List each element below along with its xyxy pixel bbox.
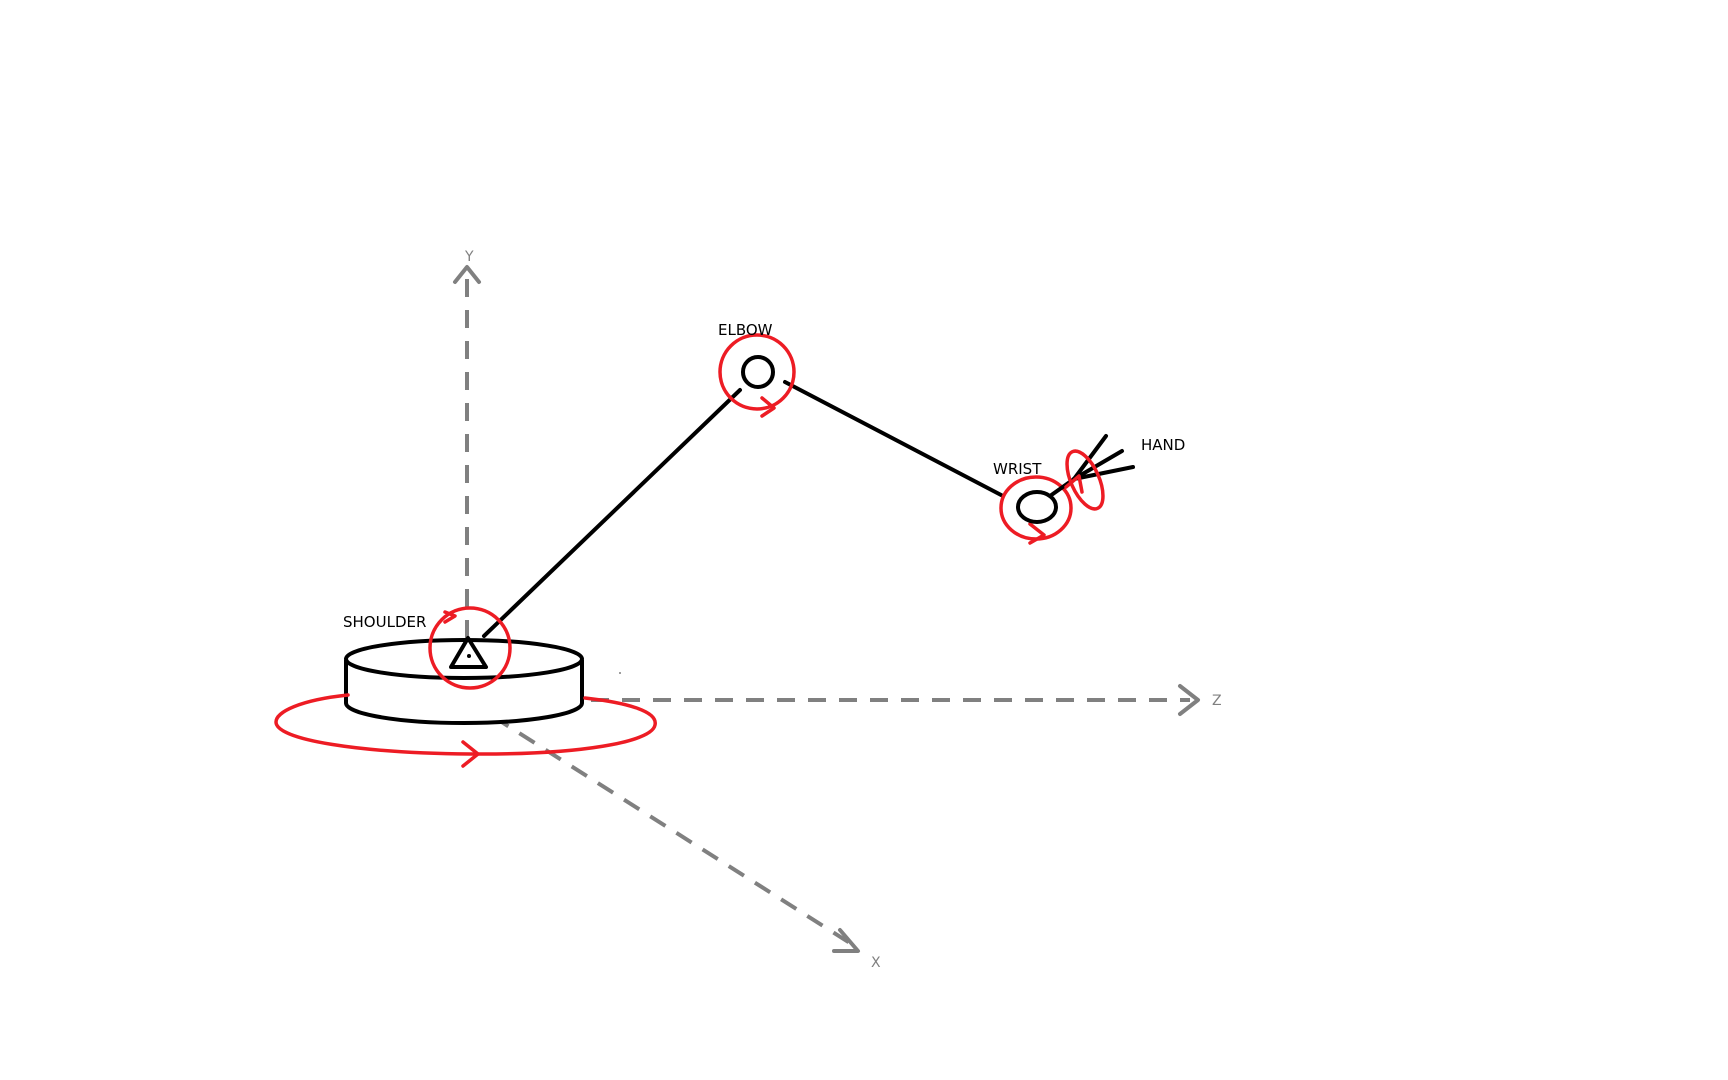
shoulder-label: SHOULDER <box>343 613 426 631</box>
y-axis-label: Y <box>464 249 474 265</box>
shoulder-joint <box>428 606 512 690</box>
shoulder-pivot-triangle <box>449 636 488 669</box>
z-axis-label: Z <box>1212 693 1222 709</box>
elbow-pivot <box>741 355 775 389</box>
shoulder-rotation-circle <box>428 606 512 690</box>
x-axis <box>465 698 860 953</box>
hand-gripper <box>1048 434 1135 511</box>
base-rotation-arrow <box>274 693 657 768</box>
wrist-pivot <box>1016 490 1058 524</box>
elbow-joint <box>718 333 796 418</box>
elbow-label: ELBOW <box>718 321 773 339</box>
z-axis <box>467 684 1200 716</box>
hand-label: HAND <box>1141 436 1185 454</box>
y-axis <box>453 265 481 700</box>
forearm-link <box>783 380 1005 498</box>
stray-dot <box>619 672 621 674</box>
wrist-joint <box>999 475 1073 545</box>
upper-arm-link <box>482 388 742 638</box>
x-axis-label: X <box>871 955 881 971</box>
hand-rotation-ellipse <box>1065 449 1105 511</box>
wrist-label: WRIST <box>993 460 1042 478</box>
elbow-rotation-circle <box>718 333 796 411</box>
base-cylinder <box>344 638 584 725</box>
